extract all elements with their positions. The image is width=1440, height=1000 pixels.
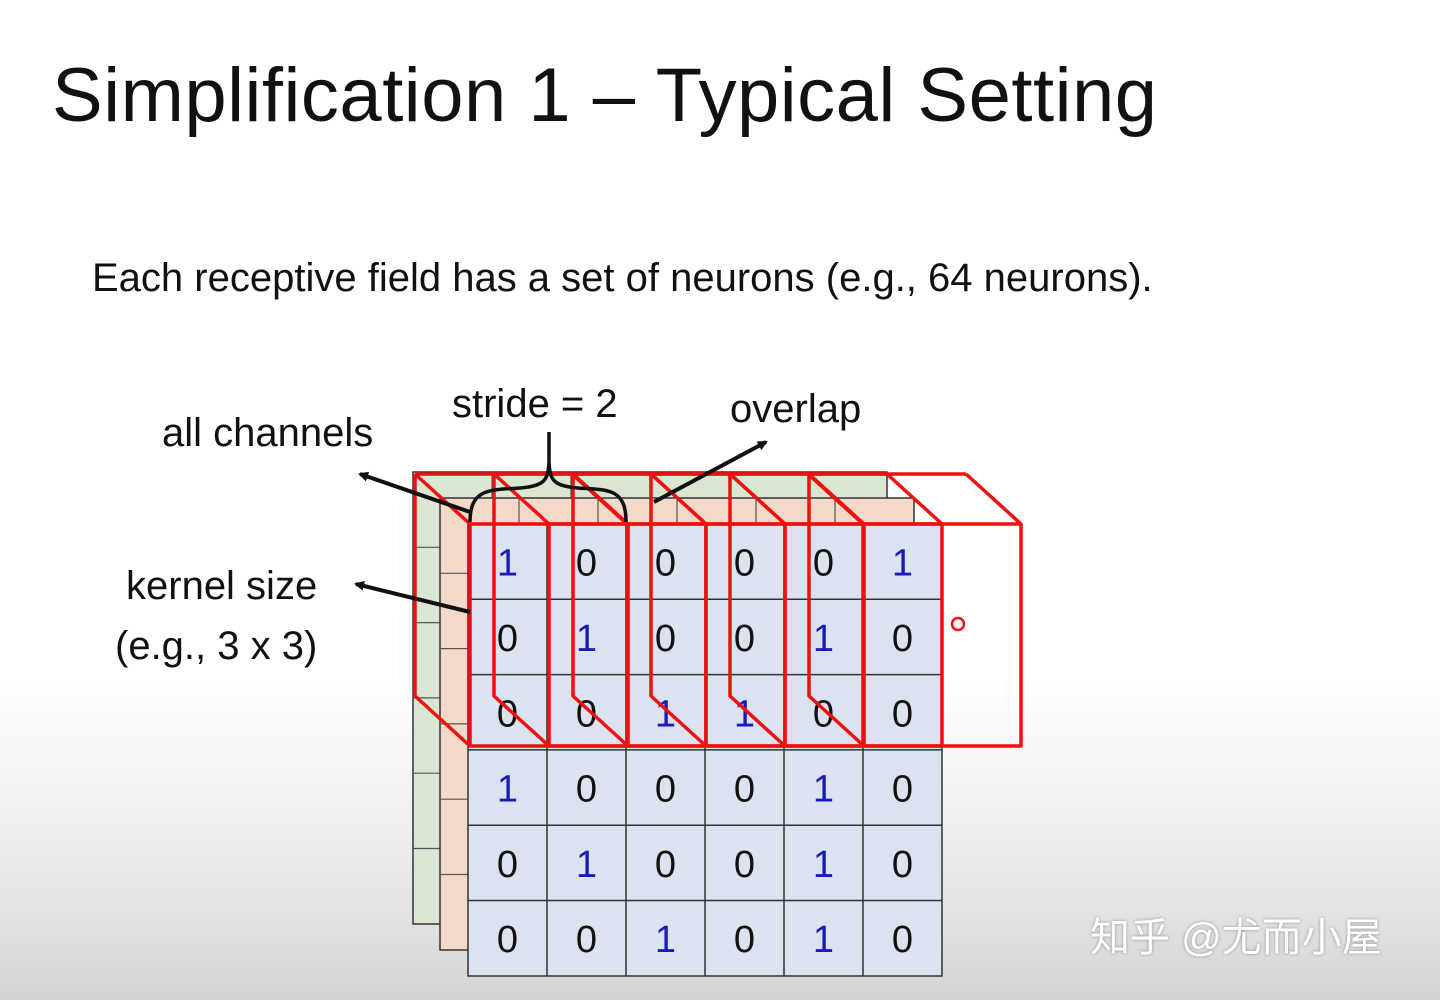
matrix-cell-value: 0 [734,769,755,811]
matrix-cell-value: 1 [497,769,518,811]
matrix-cell-value: 0 [655,543,676,585]
all-channels-label: all channels [162,411,374,455]
matrix-cell-value: 0 [734,919,755,961]
stride-brace [468,432,628,523]
matrix-cell-value: 0 [497,919,518,961]
matrix-cell-value: 1 [813,618,834,660]
matrix-cell-value: 1 [813,919,834,961]
kernel-size-arrow [354,581,471,614]
matrix-cell-value: 0 [497,844,518,886]
matrix-cell-value: 0 [813,543,834,585]
matrix-cell-value: 0 [734,618,755,660]
slide-subtitle: Each receptive field has a set of neuron… [92,256,1153,300]
all-channels-arrow [358,471,471,514]
receptive-field-boxes [413,472,1023,748]
matrix-cell-value: 1 [813,769,834,811]
matrix-cell-value: 0 [892,769,913,811]
receptive-field-box [807,472,1023,748]
kernel-size-example-label: (e.g., 3 x 3) [115,624,318,668]
matrix-cell-value: 0 [892,618,913,660]
matrix-cell-value: 0 [576,543,597,585]
matrix-cell-value: 1 [576,618,597,660]
matrix-cell-value: 1 [892,543,913,585]
slide-title: Simplification 1 – Typical Setting [52,53,1158,138]
matrix-cell-value: 1 [576,844,597,886]
matrix-cell-value: 0 [892,693,913,735]
matrix-cell-value: 0 [892,844,913,886]
matrix-cell-value: 0 [576,769,597,811]
matrix-cell-value: 0 [497,618,518,660]
overlap-label: overlap [730,387,862,431]
matrix-cell-value: 0 [734,543,755,585]
stride-label: stride = 2 [452,382,618,426]
matrix-cell-value: 0 [734,844,755,886]
kernel-size-label: kernel size [126,564,318,608]
overlap-arrow [653,440,768,504]
matrix-cell-value: 0 [892,919,913,961]
cursor-dot [950,616,966,632]
watermark-text: 知乎 @尤而小屋 [1090,916,1382,960]
matrix-cell-value: 0 [655,844,676,886]
matrix-cell-value: 0 [655,618,676,660]
matrix-cell-value: 1 [655,919,676,961]
matrix-cell-value: 1 [497,543,518,585]
matrix-cell-value: 1 [813,844,834,886]
matrix-cell-value: 0 [655,769,676,811]
matrix-cell-value: 0 [576,919,597,961]
